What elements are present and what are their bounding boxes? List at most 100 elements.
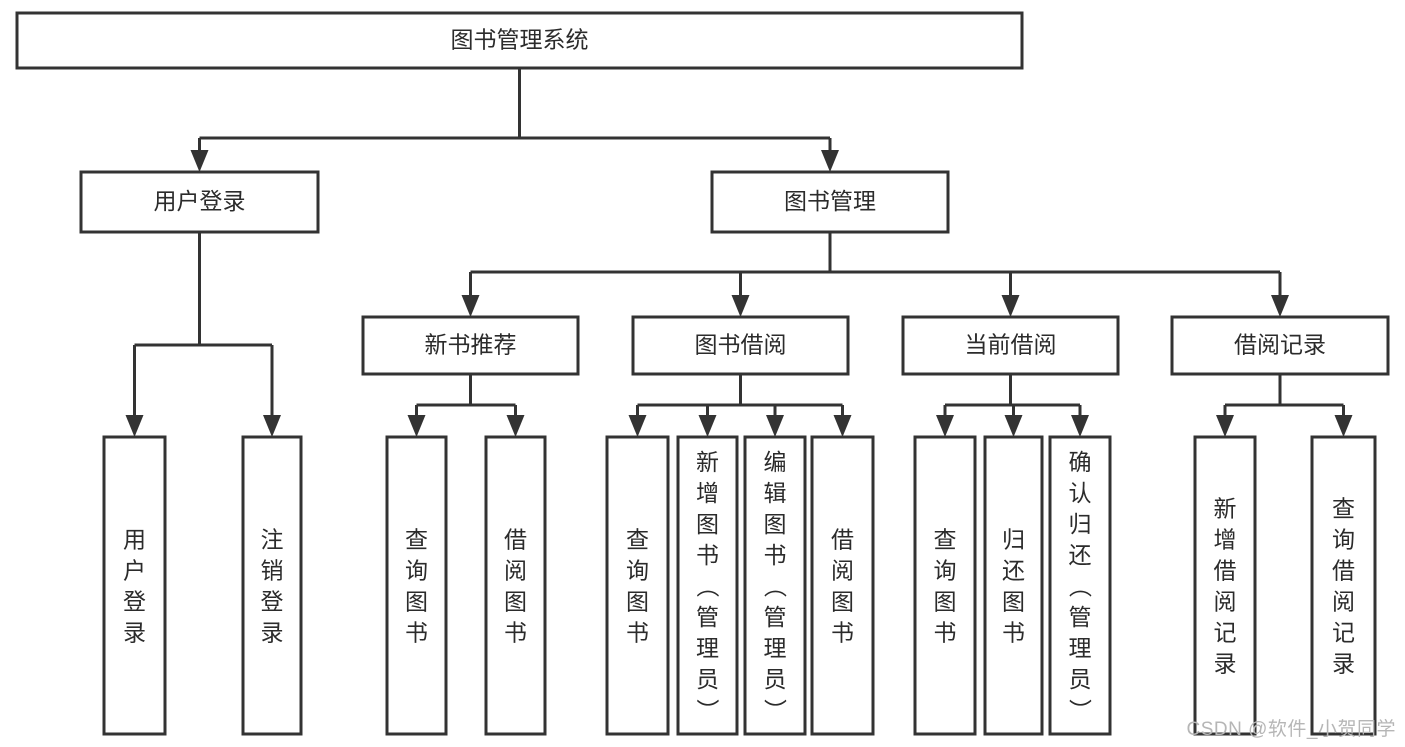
arrow-head-icon — [766, 415, 784, 437]
node-book-management[interactable]: 图书管理 — [710, 170, 950, 234]
svg-text:借: 借 — [1332, 558, 1355, 584]
svg-text:编: 编 — [764, 449, 787, 475]
svg-text:确: 确 — [1069, 449, 1092, 475]
node-leaf-query-book-current-box[interactable] — [913, 435, 977, 736]
node-leaf-confirm-return-admin-box[interactable] — [1048, 435, 1112, 736]
node-leaf-query-book-borrow-box[interactable] — [605, 435, 670, 736]
svg-text:户: 户 — [123, 558, 146, 584]
svg-text:录: 录 — [1332, 651, 1355, 677]
node-current-borrow-box[interactable] — [901, 315, 1120, 376]
node-leaf-query-book-recommend-box[interactable] — [385, 435, 448, 736]
node-leaf-add-book-admin-box[interactable] — [676, 435, 739, 736]
svg-text:新: 新 — [696, 449, 719, 475]
arrow-head-icon — [506, 415, 525, 437]
arrow-head-icon — [1001, 295, 1020, 317]
node-user-login[interactable]: 用户登录 — [79, 170, 320, 234]
arrow-head-icon — [833, 415, 852, 437]
svg-text:图: 图 — [934, 589, 957, 615]
node-leaf-edit-book-admin-box[interactable] — [743, 435, 807, 736]
svg-text:书: 书 — [934, 620, 957, 646]
svg-text:管: 管 — [696, 604, 719, 630]
svg-text:归: 归 — [1002, 527, 1025, 553]
node-leaf-user-login-label: 用户登录 — [123, 527, 146, 646]
node-book-borrow[interactable]: 图书借阅 — [631, 315, 850, 376]
node-borrow-records[interactable]: 借阅记录 — [1170, 315, 1390, 376]
svg-text:注: 注 — [261, 527, 284, 553]
node-leaf-borrow-book-recommend-box[interactable] — [484, 435, 547, 736]
arrow-head-icon — [1004, 415, 1023, 437]
node-book-management-box[interactable] — [710, 170, 950, 234]
svg-text:图: 图 — [504, 589, 527, 615]
svg-text:书: 书 — [405, 620, 428, 646]
svg-text:录: 录 — [261, 620, 284, 646]
node-new-book-recommend-box[interactable] — [361, 315, 580, 376]
svg-text:图: 图 — [405, 589, 428, 615]
arrow-head-icon — [1071, 415, 1089, 437]
svg-text:（: （ — [695, 575, 721, 598]
svg-text:阅: 阅 — [504, 558, 527, 584]
node-book-borrow-box[interactable] — [631, 315, 850, 376]
svg-text:借: 借 — [831, 527, 854, 553]
node-leaf-user-login-box[interactable] — [102, 435, 167, 736]
arrow-head-icon — [190, 150, 209, 172]
svg-text:查: 查 — [934, 527, 957, 553]
svg-text:书: 书 — [831, 620, 854, 646]
svg-text:书: 书 — [764, 542, 787, 568]
svg-text:新: 新 — [1214, 496, 1237, 522]
arrow-head-icon — [1271, 295, 1289, 317]
svg-text:销: 销 — [261, 558, 284, 584]
node-leaf-return-book-box[interactable] — [983, 435, 1044, 736]
svg-text:（: （ — [762, 575, 788, 598]
node-leaf-user-login[interactable]: 用户登录 — [102, 435, 167, 736]
arrow-head-icon — [628, 415, 647, 437]
node-leaf-logout-box[interactable] — [241, 435, 303, 736]
svg-text:询: 询 — [405, 558, 428, 584]
svg-text:认: 认 — [1069, 480, 1092, 506]
svg-text:询: 询 — [626, 558, 649, 584]
arrow-head-icon — [698, 415, 717, 437]
svg-text:还: 还 — [1002, 558, 1025, 584]
node-user-login-box[interactable] — [79, 170, 320, 234]
svg-text:记: 记 — [1214, 620, 1237, 646]
svg-text:登: 登 — [261, 589, 284, 615]
node-book-management-label: 图书管理 — [784, 188, 876, 214]
svg-text:理: 理 — [1069, 635, 1092, 661]
node-root-box[interactable] — [15, 11, 1024, 70]
arrow-head-icon — [125, 415, 144, 437]
svg-text:辑: 辑 — [764, 480, 787, 506]
arrow-head-icon — [1216, 415, 1234, 437]
node-leaf-query-borrow-record-box[interactable] — [1310, 435, 1377, 736]
svg-text:图: 图 — [831, 589, 854, 615]
svg-text:询: 询 — [1332, 527, 1355, 553]
node-new-book-recommend[interactable]: 新书推荐 — [361, 315, 580, 376]
svg-text:归: 归 — [1069, 511, 1092, 537]
svg-text:书: 书 — [504, 620, 527, 646]
node-current-borrow[interactable]: 当前借阅 — [901, 315, 1120, 376]
svg-text:用: 用 — [123, 527, 146, 553]
node-leaf-add-borrow-record-box[interactable] — [1193, 435, 1257, 736]
node-borrow-records-box[interactable] — [1170, 315, 1390, 376]
svg-text:阅: 阅 — [1332, 589, 1355, 615]
node-leaf-borrow-book-box[interactable] — [810, 435, 875, 736]
svg-text:图: 图 — [764, 511, 787, 537]
node-root[interactable]: 图书管理系统 — [15, 11, 1024, 70]
